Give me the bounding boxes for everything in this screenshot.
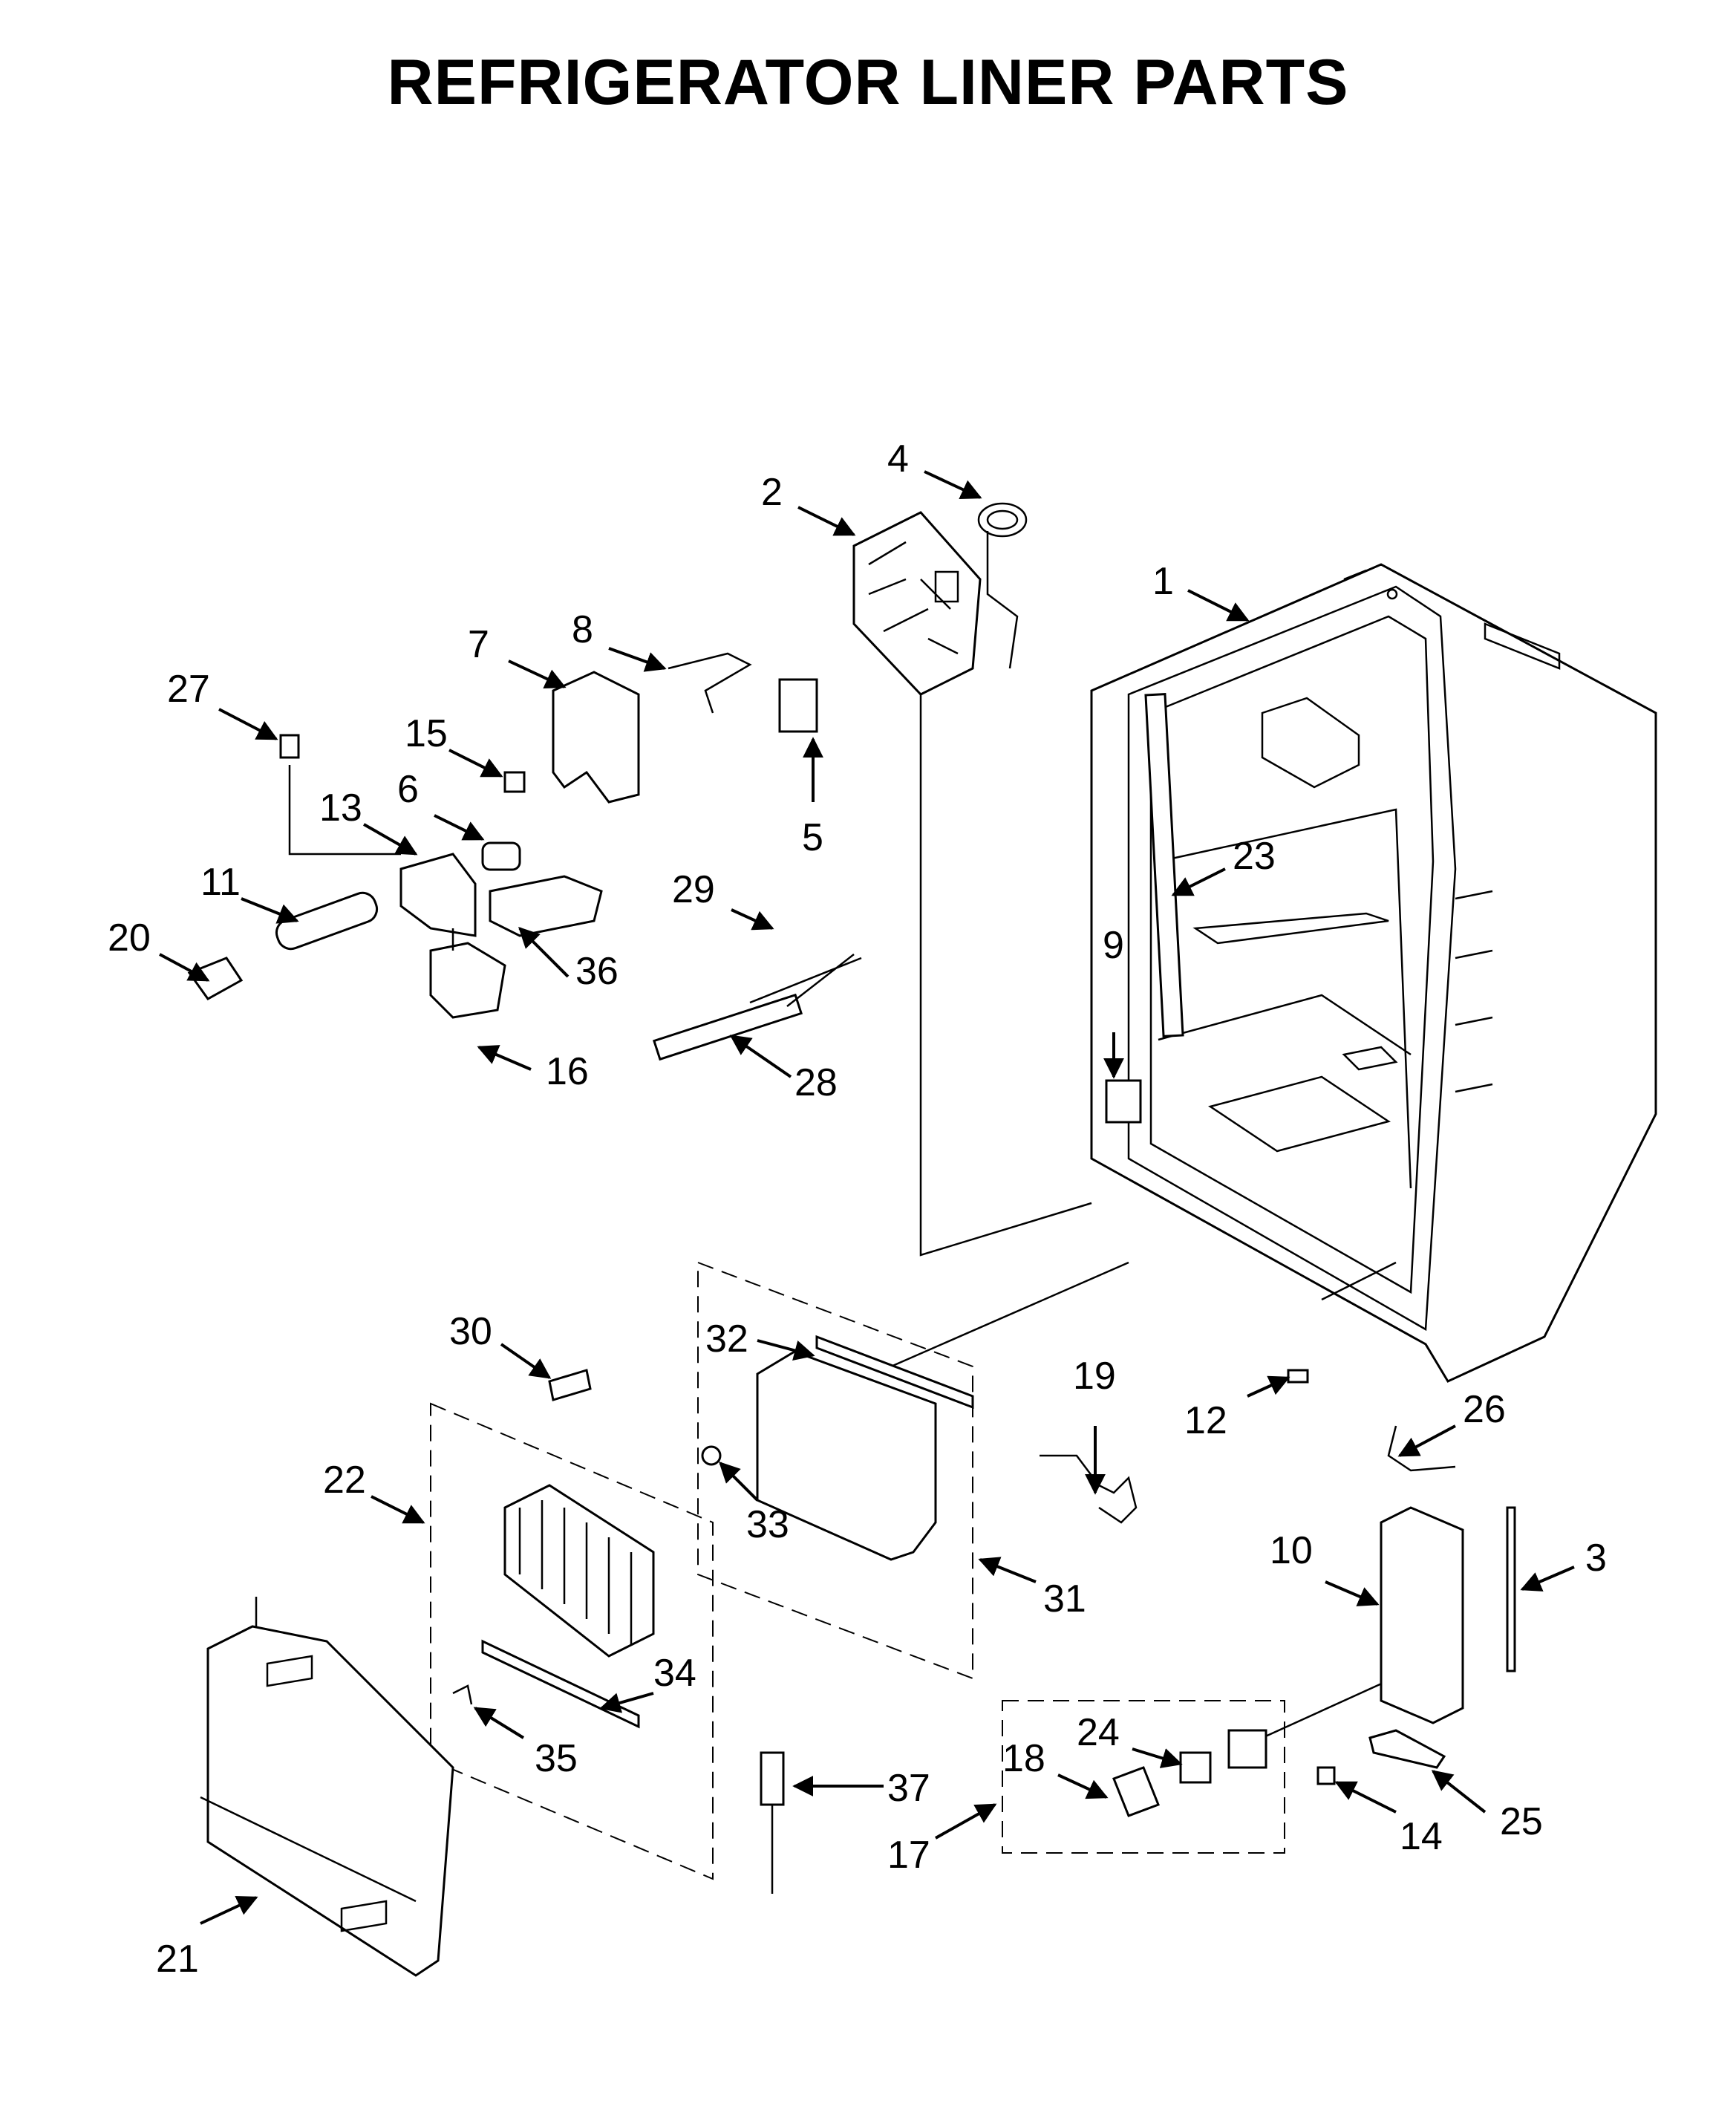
part-14-screw[interactable] [1316,1766,1336,1785]
leader-lines [159,470,1575,1925]
callout-31: 31 [1043,1577,1086,1620]
part-27-screw[interactable] [279,734,300,759]
callout-27: 27 [167,668,210,711]
callout-21: 21 [156,1938,199,1981]
part-liner[interactable] [1090,563,1657,1383]
callout-6: 6 [397,768,419,811]
part-36-cover[interactable] [489,875,603,937]
part-4-sensor[interactable] [977,502,1028,669]
callout-7: 7 [468,623,489,666]
callout-labels: 1 2 3 4 5 6 7 8 9 10 11 12 13 14 15 16 1… [108,437,1607,1981]
callout-1: 1 [1152,560,1174,603]
part-17-holder[interactable] [1227,1729,1267,1769]
part-5-valve[interactable] [778,678,818,733]
part-26-wire[interactable] [1387,1425,1456,1472]
part-18-cover[interactable] [1112,1766,1160,1817]
callout-32: 32 [705,1317,748,1361]
callout-22: 22 [323,1459,366,1502]
callout-34: 34 [653,1652,696,1695]
part-16-housing[interactable] [429,942,506,1019]
callout-20: 20 [108,916,151,960]
callout-30: 30 [449,1310,492,1353]
callout-29: 29 [672,868,715,911]
part-2-housing[interactable] [852,511,982,696]
part-33-clip[interactable] [701,1445,722,1466]
callout-28: 28 [794,1061,838,1104]
diagram-title: REFRIGERATOR LINER PARTS [387,47,1349,118]
part-31-housing[interactable] [756,1350,937,1561]
assembly-22-boundary [430,1402,714,1880]
callout-35: 35 [535,1737,578,1780]
callout-13: 13 [319,786,362,830]
part-28-sensor[interactable] [652,954,855,1061]
callout-36: 36 [575,950,619,993]
callout-3: 3 [1585,1537,1607,1580]
part-12-connector[interactable] [1287,1369,1309,1384]
callout-26: 26 [1463,1388,1506,1431]
part-25-cover[interactable] [1368,1729,1446,1769]
assembly-17-boundary [1002,1700,1285,1854]
callout-19: 19 [1073,1355,1116,1398]
part-3-strip[interactable] [1506,1506,1516,1672]
callout-16: 16 [546,1050,589,1093]
part-13-bracket[interactable] [399,853,477,937]
callout-9: 9 [1103,924,1124,967]
part-9-vent[interactable] [1105,1079,1142,1124]
callout-14: 14 [1400,1815,1443,1858]
part-32-strip[interactable] [815,1335,974,1410]
part-6-fitting[interactable] [481,841,521,871]
part-29-wire[interactable] [749,957,862,1004]
callout-23: 23 [1233,835,1276,878]
part-23-strip[interactable] [1144,693,1184,1037]
callout-24: 24 [1077,1711,1120,1754]
callout-18: 18 [1002,1737,1045,1780]
part-15-screw[interactable] [503,771,526,793]
part-30-pad[interactable] [548,1369,592,1401]
callout-10: 10 [1270,1529,1313,1572]
part-11-filter[interactable] [273,889,380,952]
part-19-harness[interactable] [1040,1454,1138,1524]
part-7-cover[interactable] [552,671,640,804]
part-21-duct[interactable] [200,1597,454,1977]
part-37-sensor[interactable] [760,1751,785,1894]
part-20-cap[interactable] [187,957,244,1000]
callout-5: 5 [802,816,823,859]
callout-25: 25 [1500,1800,1543,1843]
part-24-gasket[interactable] [1179,1751,1212,1784]
assembly-reference-lines [890,1261,1426,1739]
callout-12: 12 [1184,1399,1227,1442]
callout-33: 33 [746,1503,789,1546]
part-10-panel[interactable] [1380,1506,1464,1724]
callout-15: 15 [405,712,448,755]
callout-2: 2 [761,471,783,514]
part-22-evaporator[interactable] [503,1484,655,1658]
reference-lines [288,694,1092,1257]
callout-17: 17 [887,1834,930,1877]
part-8-wire[interactable] [668,652,752,714]
callout-37: 37 [887,1767,930,1810]
callout-11: 11 [200,861,241,904]
part-35-clip[interactable] [452,1684,473,1705]
callout-8: 8 [572,608,593,651]
callout-4: 4 [887,437,909,480]
